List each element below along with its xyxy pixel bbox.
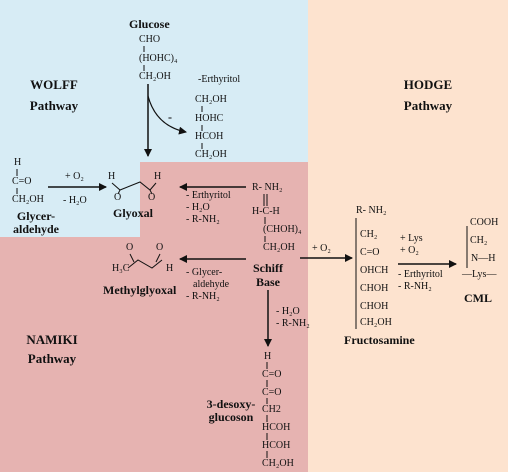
wolff-region: [0, 0, 308, 162]
schiff-to-methylglyoxal-line-3: - R-NH₂: [186, 291, 220, 302]
glucose-name: Glucose: [129, 17, 170, 31]
glyoxal-co-right: [149, 189, 153, 195]
fructosamine-line-co: C=O: [360, 247, 380, 258]
wolff-pathway-word: Pathway: [29, 98, 79, 113]
cml-name: CML: [464, 291, 492, 305]
glyoxal-co-left: [117, 189, 121, 195]
fructosamine-to-cml-below-2: - R-NH₂: [398, 281, 432, 292]
wolff-title: WOLFF: [30, 77, 78, 92]
glucose-line-ch2oh: CH₂OH: [139, 71, 171, 82]
namiki-pathway-word: Pathway: [27, 351, 77, 366]
fructosamine-name: Fructosamine: [344, 333, 415, 347]
namiki-title: NAMIKI: [26, 332, 78, 347]
schiff-to-desoxy-line-1: - H₂O: [276, 306, 300, 317]
schiff-line-choh: (CHOH)₄: [263, 224, 302, 235]
desoxy-line-hcoh-2: HCOH: [262, 440, 291, 451]
schiff-to-glyoxal-line-3: - R-NH₂: [186, 214, 220, 225]
methylglyoxal-o-right: O: [156, 242, 164, 253]
cml-line-cooh: COOH: [470, 217, 499, 228]
glyoxal-h-right: H: [154, 171, 162, 182]
erythritol-minus-sign: -: [168, 110, 172, 124]
cml-line-nh: N—H: [471, 253, 496, 264]
desoxy-name-2: glucoson: [208, 410, 254, 424]
fructosamine-line-choh-2: CHOH: [360, 301, 389, 312]
schiff-to-fructosamine-above: + O₂: [312, 243, 331, 254]
fructosamine-line-choh-1: CHOH: [360, 283, 389, 294]
desoxy-line-co-2: C=O: [262, 387, 282, 398]
fructosamine-to-cml-below-1: - Erthyritol: [398, 269, 443, 280]
desoxy-line-co-1: C=O: [262, 369, 282, 380]
cml-line-lys: —Lys—: [462, 269, 497, 280]
methylglyoxal-h: H: [166, 263, 174, 274]
fructosamine-line-ohch: OHCH: [360, 265, 389, 276]
desoxy-name-1: 3-desoxy-: [206, 397, 256, 411]
methylglyoxal-skeleton: [127, 259, 163, 269]
glyoxal-o-left: O: [114, 192, 122, 203]
glyceraldehyde-name-2: aldehyde: [12, 222, 59, 236]
schiff-to-glyoxal-line-2: - H₂O: [186, 202, 210, 213]
methylglyoxal-h3c: H₃C: [112, 263, 130, 274]
methylglyoxal-co-right: [155, 253, 161, 263]
schiff-line-ch2oh: CH₂OH: [263, 242, 295, 253]
schiff-to-desoxy-line-2: - R-NH₂: [276, 318, 310, 329]
glucose-line-hohc: (HOHC)₄: [139, 53, 178, 64]
schiff-to-methylglyoxal-line-2: aldehyde: [193, 279, 230, 290]
schiff-base-name-2: Base: [256, 275, 280, 289]
glyc-to-glyoxal-above: + O₂: [65, 171, 84, 182]
glyc-to-glyoxal-below: - H₂O: [63, 195, 87, 206]
methylglyoxal-o-left: O: [126, 242, 134, 253]
hodge-region: [308, 0, 508, 472]
fructosamine-line-ch2: CH₂: [360, 229, 378, 240]
methylglyoxal-name: Methylglyoxal: [103, 283, 177, 297]
wolff-region-extension: [0, 162, 140, 237]
glyoxal-h-left: H: [108, 171, 116, 182]
desoxy-line-ch2oh: CH₂OH: [262, 458, 294, 469]
desoxy-line-ch2: CH2: [262, 404, 281, 415]
schiff-line-hch: H-C-H: [252, 206, 280, 217]
hodge-title: HODGE: [403, 77, 453, 92]
erythritol-line-4: CH₂OH: [195, 149, 227, 160]
glyceraldehyde-name-1: Glycer-: [16, 209, 56, 223]
hodge-pathway-word: Pathway: [403, 98, 453, 113]
erythritol-curved-arrow: [147, 95, 187, 135]
glyceraldehyde-h: H: [14, 157, 22, 168]
schiff-to-glyoxal-line-1: - Erthyritol: [186, 190, 231, 201]
fructosamine-line-rnh2: R- NH₂: [356, 205, 387, 216]
glyceraldehyde-co: C=O: [12, 176, 32, 187]
schiff-base-name-1: Schiff: [253, 261, 283, 275]
erythritol-line-2: HOHC: [195, 113, 224, 124]
glyoxal-o-right: O: [148, 192, 156, 203]
glucose-line-cho: CHO: [139, 34, 161, 45]
glyoxal-skeleton: [111, 181, 157, 191]
methylglyoxal-co-left: [129, 253, 135, 263]
erythritol-label: -Erthyritol: [198, 74, 241, 85]
fructosamine-line-ch2oh: CH₂OH: [360, 317, 392, 328]
schiff-line-rnh2: R- NH₂: [252, 182, 283, 193]
glyceraldehyde-ch2oh: CH₂OH: [12, 194, 44, 205]
desoxy-line-h: H: [264, 351, 272, 362]
glyoxal-name: Glyoxal: [113, 206, 154, 220]
erythritol-line-3: HCOH: [195, 131, 224, 142]
schiff-to-methylglyoxal-line-1: - Glycer-: [186, 267, 223, 278]
fructosamine-to-cml-above-1: + Lys: [400, 233, 423, 244]
cml-line-ch2: CH₂: [470, 235, 488, 246]
fructosamine-to-cml-above-2: + O₂: [400, 245, 419, 256]
desoxy-line-hcoh-1: HCOH: [262, 422, 291, 433]
erythritol-line-1: CH₂OH: [195, 94, 227, 105]
